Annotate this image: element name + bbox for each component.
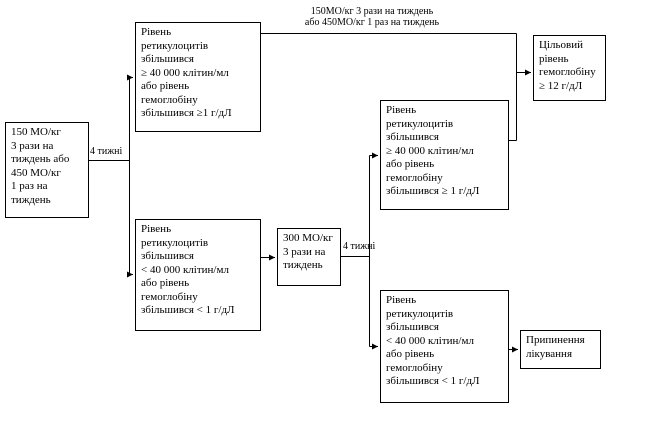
- node-dose-300-text: 300 МО/кг 3 рази на тиждень: [283, 232, 333, 271]
- edge-label-four-weeks-2: 4 тижні: [343, 241, 376, 252]
- edge-label-maintenance-dose: 150МО/кг 3 рази на тиждень або 450МО/кг …: [304, 6, 440, 28]
- node-start-dose: 150 МО/кг 3 рази на тиждень або 450 МО/к…: [5, 122, 89, 218]
- node-start-dose-text: 150 МО/кг 3 рази на тиждень або 450 МО/к…: [11, 126, 70, 206]
- node-reticulocyte-low-1: Рівень ретикулоцитів збільшився < 40 000…: [135, 219, 261, 331]
- node-reticulocyte-increase-2-text: Рівень ретикулоцитів збільшився ≥ 40 000…: [386, 104, 480, 197]
- node-target-hemoglobin: Цільовий рівень гемоглобіну ≥ 12 г/дЛ: [533, 35, 606, 101]
- node-target-hemoglobin-text: Цільовий рівень гемоглобіну ≥ 12 г/дЛ: [539, 39, 596, 92]
- node-reticulocyte-low-2-text: Рівень ретикулоцитів збільшився < 40 000…: [386, 294, 480, 387]
- edge-label-four-weeks-1: 4 тижні: [90, 146, 123, 157]
- node-reticulocyte-low-1-text: Рівень ретикулоцитів збільшився < 40 000…: [141, 223, 235, 316]
- node-reticulocyte-low-2: Рівень ретикулоцитів збільшився < 40 000…: [380, 290, 509, 403]
- node-reticulocyte-increase-2: Рівень ретикулоцитів збільшився ≥ 40 000…: [380, 100, 509, 210]
- node-dose-300: 300 МО/кг 3 рази на тиждень: [277, 228, 341, 286]
- node-reticulocyte-increase-1: Рівень ретикулоцитів збільшився ≥ 40 000…: [135, 22, 261, 132]
- node-stop-treatment-text: Припинення лікування: [526, 334, 585, 360]
- node-reticulocyte-increase-1-text: Рівень ретикулоцитів збільшився ≥ 40 000…: [141, 26, 232, 119]
- node-stop-treatment: Припинення лікування: [520, 330, 601, 369]
